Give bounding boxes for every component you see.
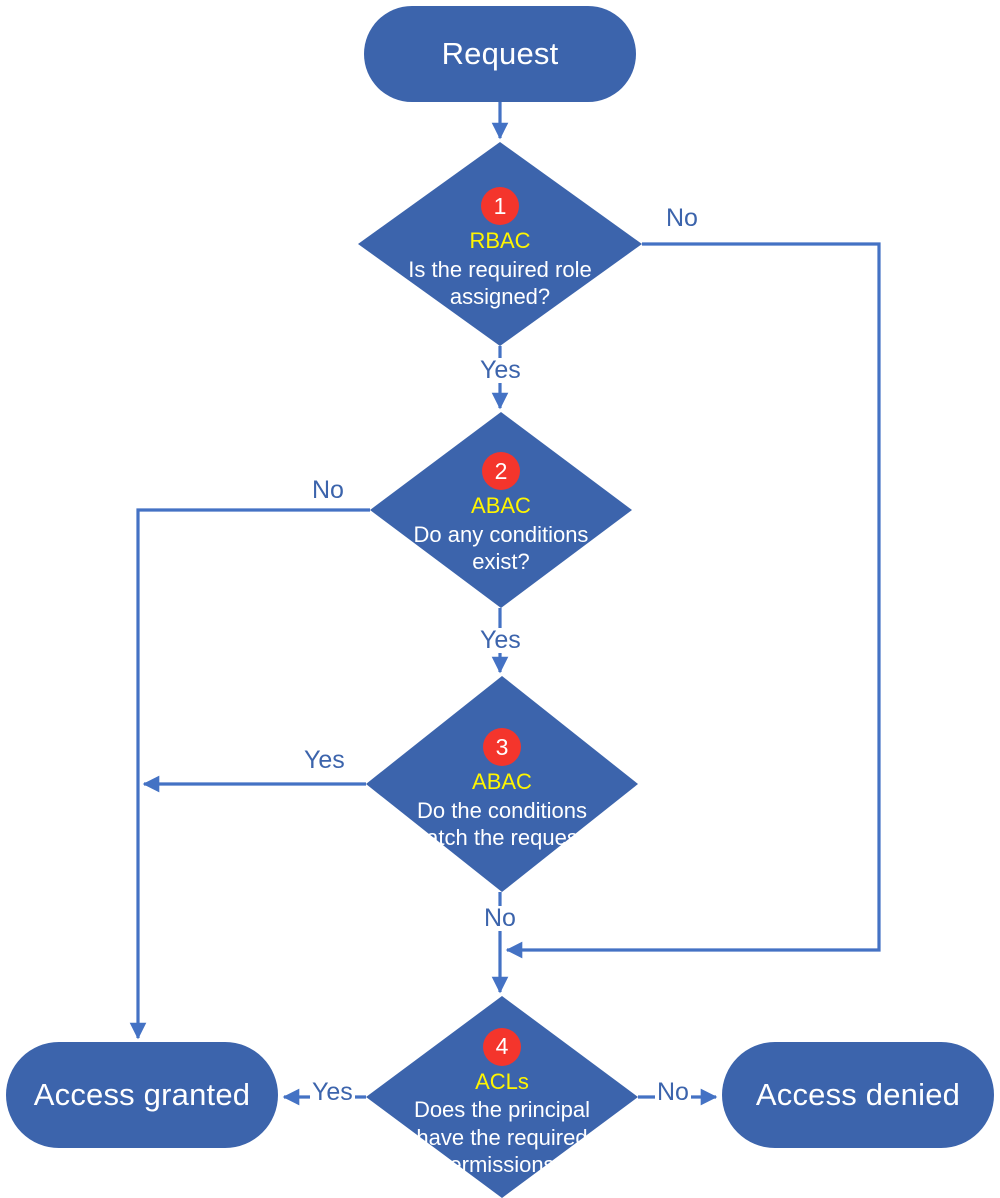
- decision-3-question: Do the conditions match the request?: [407, 797, 597, 851]
- step-badge-3: 3: [483, 728, 521, 767]
- node-access-denied-label: Access denied: [755, 1076, 961, 1112]
- decision-3-content: 3 ABAC Do the conditions match the reque…: [366, 676, 638, 892]
- edge-label-decision4-no: No: [655, 1078, 691, 1106]
- node-access-granted-label: Access granted: [33, 1076, 251, 1112]
- decision-4-model-tag: ACLs: [475, 1068, 529, 1094]
- decision-2-content: 2 ABAC Do any conditions exist?: [370, 412, 632, 608]
- node-access-denied[interactable]: Access denied: [722, 1042, 994, 1148]
- edge-label-decision2-yes: Yes: [478, 626, 523, 654]
- node-access-granted[interactable]: Access granted: [6, 1042, 278, 1148]
- decision-3-model-tag: ABAC: [472, 769, 532, 795]
- decision-1-content: 1 RBAC Is the required role assigned?: [358, 142, 642, 346]
- step-badge-1: 1: [481, 187, 519, 226]
- node-request-label: Request: [441, 35, 559, 71]
- decision-4-question: Does the principal have the required per…: [413, 1097, 591, 1177]
- node-decision-3-abac[interactable]: 3 ABAC Do the conditions match the reque…: [366, 676, 638, 892]
- node-decision-1-rbac[interactable]: 1 RBAC Is the required role assigned?: [358, 142, 642, 346]
- decision-2-model-tag: ABAC: [471, 493, 531, 519]
- edge-decision1-no: [505, 242, 881, 959]
- edge-label-decision3-no: No: [482, 904, 518, 932]
- decision-2-question: Do any conditions exist?: [413, 521, 589, 575]
- node-request[interactable]: Request: [364, 6, 636, 102]
- edge-label-decision2-no: No: [310, 476, 346, 504]
- decision-4-content: 4 ACLs Does the principal have the requi…: [366, 996, 638, 1198]
- edge-label-decision1-no: No: [664, 204, 700, 232]
- decision-1-model-tag: RBAC: [469, 228, 531, 254]
- node-decision-2-abac[interactable]: 2 ABAC Do any conditions exist?: [370, 412, 632, 608]
- node-decision-4-acls[interactable]: 4 ACLs Does the principal have the requi…: [366, 996, 638, 1198]
- step-badge-4: 4: [483, 1027, 521, 1066]
- decision-1-question: Is the required role assigned?: [408, 256, 592, 310]
- edge-label-decision3-yes: Yes: [302, 746, 347, 774]
- edge-label-decision4-yes: Yes: [310, 1078, 355, 1106]
- edge-decision2-no: [129, 508, 370, 1040]
- edge-label-decision1-yes: Yes: [478, 356, 523, 384]
- step-badge-2: 2: [482, 452, 520, 491]
